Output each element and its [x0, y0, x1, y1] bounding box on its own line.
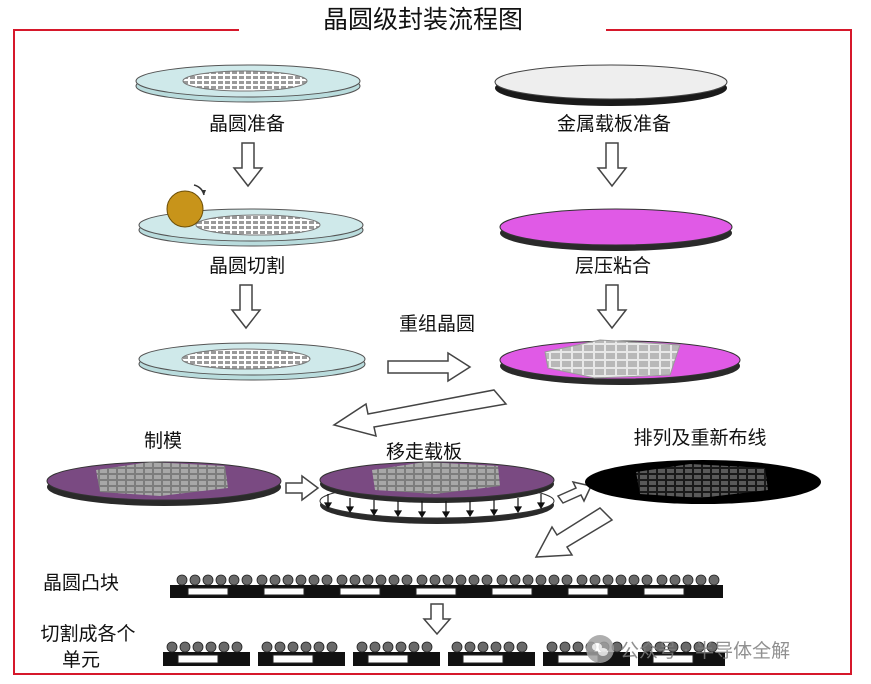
step-label-reconstitution: 重组晶圆	[399, 313, 475, 335]
arrow-down-icon	[230, 284, 262, 330]
step-label-carrier-removal: 移走载板	[386, 441, 462, 463]
arrow-right-icon	[285, 474, 320, 502]
wafer-prep-illustration	[135, 64, 361, 103]
arrow-down-icon	[596, 284, 628, 330]
arrow-down-icon	[422, 603, 452, 636]
arrow-down-icon	[596, 142, 628, 188]
watermark-text: 公众号 · 半导体全解	[620, 639, 791, 662]
arrow-right-icon	[387, 351, 472, 383]
arrow-diagonal-icon	[332, 389, 508, 438]
step-label-lamination: 层压粘合	[575, 255, 651, 277]
singulated-units-illustration	[163, 641, 725, 666]
arrow-down-icon	[232, 142, 264, 188]
frame-top-left-border	[13, 29, 239, 31]
carrier-prep-illustration	[494, 64, 728, 106]
step-label-rdl: 排列及重新布线	[633, 427, 766, 449]
page-title: 晶圆级封装流程图	[322, 5, 523, 34]
carrier-removal-illustration	[319, 461, 555, 524]
wechat-icon	[586, 635, 614, 663]
step-label-bumping: 晶圆凸块	[43, 572, 119, 594]
rdl-wafer-illustration	[585, 460, 821, 504]
step-label-molding: 制模	[144, 430, 182, 452]
step-label-wafer-dicing: 晶圆切割	[209, 255, 285, 277]
diagram-frame	[13, 30, 852, 675]
rotation-arrow-icon	[201, 190, 206, 195]
molded-wafer-illustration	[46, 461, 282, 506]
wafer-dicing-illustration	[138, 184, 364, 247]
diced-wafer-illustration	[138, 342, 366, 381]
arrow-diagonal-icon	[534, 507, 614, 558]
step-label-wafer-prep: 晶圆准备	[209, 113, 285, 135]
frame-top-right-border	[606, 29, 852, 31]
lamination-illustration	[499, 208, 733, 251]
bumped-wafer-illustration	[170, 574, 723, 598]
saw-blade-icon	[166, 190, 204, 228]
arrow-right-icon	[556, 480, 593, 504]
step-label-singulation-line1: 切割成各个	[40, 623, 135, 645]
step-label-singulation-line2: 单元	[62, 649, 100, 671]
step-label-carrier-prep: 金属载板准备	[557, 113, 671, 135]
watermark: 公众号 · 半导体全解	[586, 632, 790, 666]
reconstituted-wafer-illustration	[499, 339, 741, 385]
